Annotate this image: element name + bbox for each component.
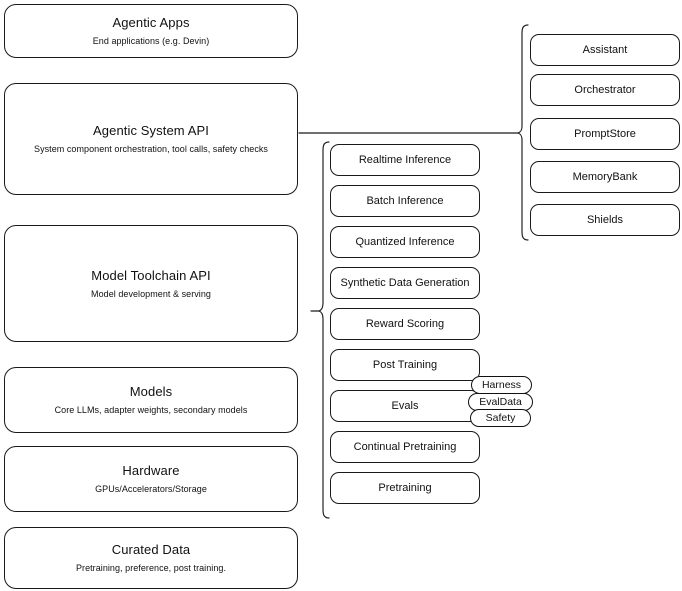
toolchain-item-label: Pretraining <box>378 482 432 494</box>
bracket-system-components <box>517 24 529 241</box>
layer-subtitle: Pretraining, preference, post training. <box>75 563 227 573</box>
system-component-assistant[interactable]: Assistant <box>530 34 680 66</box>
layer-title: Models <box>129 384 173 399</box>
toolchain-item-quantized-inference[interactable]: Quantized Inference <box>330 226 480 258</box>
layer-models[interactable]: Models Core LLMs, adapter weights, secon… <box>4 367 298 433</box>
bracket-toolchain-items <box>318 141 330 519</box>
layer-title: Hardware <box>122 463 180 478</box>
layer-agentic-apps[interactable]: Agentic Apps End applications (e.g. Devi… <box>4 4 298 58</box>
layer-model-toolchain-api[interactable]: Model Toolchain API Model development & … <box>4 225 298 342</box>
layer-title: Curated Data <box>111 542 191 557</box>
toolchain-item-batch-inference[interactable]: Batch Inference <box>330 185 480 217</box>
system-component-label: Assistant <box>582 44 628 56</box>
layer-title: Model Toolchain API <box>91 267 211 283</box>
toolchain-item-evals[interactable]: Evals <box>330 390 480 422</box>
toolchain-item-post-training[interactable]: Post Training <box>330 349 480 381</box>
toolchain-item-label: Post Training <box>372 359 438 371</box>
toolchain-item-label: Reward Scoring <box>365 318 445 330</box>
layer-agentic-system-api[interactable]: Agentic System API System component orch… <box>4 83 298 195</box>
toolchain-item-label: Batch Inference <box>366 195 444 207</box>
system-component-label: PromptStore <box>574 128 636 140</box>
system-component-label: MemoryBank <box>572 171 638 183</box>
layer-subtitle: Model development & serving <box>91 288 211 299</box>
toolchain-item-synthetic-data-generation[interactable]: Synthetic Data Generation <box>330 267 480 299</box>
toolchain-item-label: Evals <box>391 400 419 412</box>
system-component-orchestrator[interactable]: Orchestrator <box>530 74 680 106</box>
layer-title: Agentic Apps <box>112 15 190 30</box>
toolchain-item-label: Synthetic Data Generation <box>340 277 470 289</box>
eval-badge-label: Harness <box>481 379 522 391</box>
system-component-label: Orchestrator <box>574 84 636 96</box>
system-component-promptstore[interactable]: PromptStore <box>530 118 680 150</box>
eval-badge-safety[interactable]: Safety <box>470 409 531 427</box>
toolchain-item-label: Quantized Inference <box>355 236 455 248</box>
toolchain-item-label: Continual Pretraining <box>353 441 457 453</box>
layer-subtitle: System component orchestration, tool cal… <box>34 144 268 154</box>
layer-subtitle: Core LLMs, adapter weights, secondary mo… <box>54 405 248 415</box>
system-component-memorybank[interactable]: MemoryBank <box>530 161 680 193</box>
layer-hardware[interactable]: Hardware GPUs/Accelerators/Storage <box>4 446 298 512</box>
system-component-shields[interactable]: Shields <box>530 204 680 236</box>
toolchain-item-reward-scoring[interactable]: Reward Scoring <box>330 308 480 340</box>
system-component-label: Shields <box>586 214 624 226</box>
toolchain-item-label: Realtime Inference <box>358 154 452 166</box>
eval-badge-harness[interactable]: Harness <box>471 376 532 394</box>
toolchain-item-realtime-inference[interactable]: Realtime Inference <box>330 144 480 176</box>
layer-curated-data[interactable]: Curated Data Pretraining, preference, po… <box>4 527 298 589</box>
toolchain-item-continual-pretraining[interactable]: Continual Pretraining <box>330 431 480 463</box>
eval-badge-label: Safety <box>485 412 516 424</box>
layer-subtitle: End applications (e.g. Devin) <box>92 36 210 46</box>
layer-title: Agentic System API <box>93 123 209 138</box>
layer-subtitle: GPUs/Accelerators/Storage <box>95 484 207 494</box>
toolchain-item-pretraining[interactable]: Pretraining <box>330 472 480 504</box>
eval-badge-label: EvalData <box>479 396 522 408</box>
